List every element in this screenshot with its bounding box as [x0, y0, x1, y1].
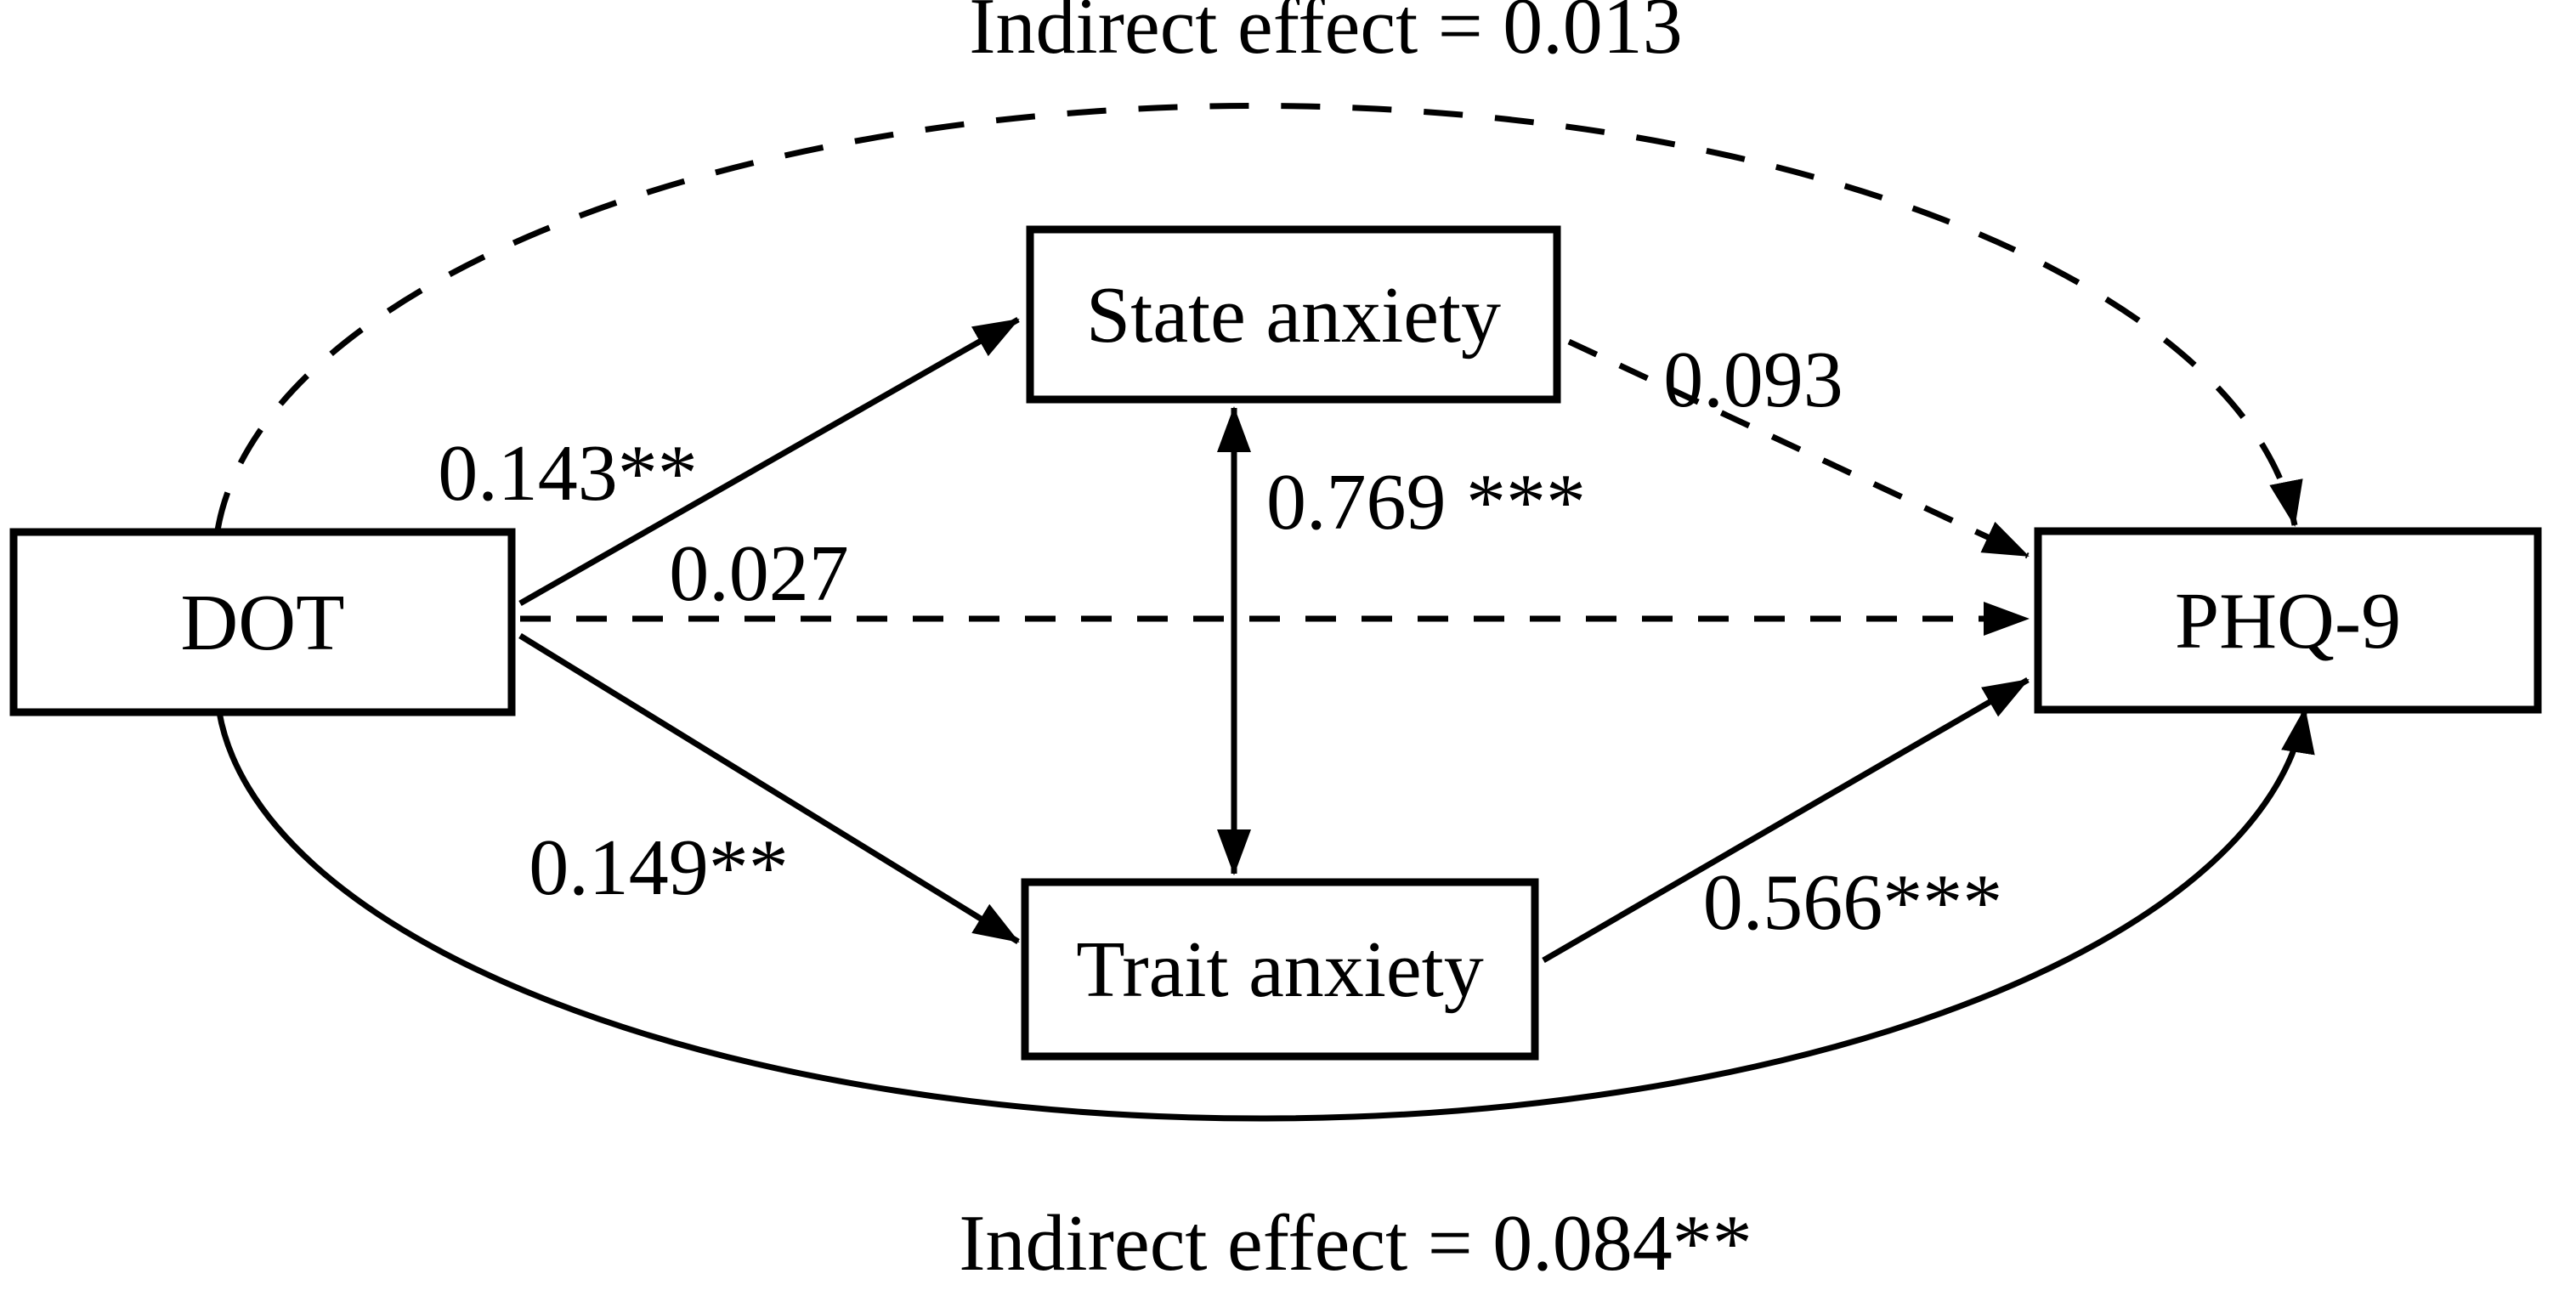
- indirect-effect-top-label: Indirect effect = 0.013: [969, 0, 1682, 71]
- node-state-anxiety-label: State anxiety: [1086, 271, 1501, 359]
- edge-trait-to-phq9: [1542, 676, 2030, 964]
- indirect-effect-bottom-label: Indirect effect = 0.084**: [959, 1199, 1752, 1288]
- edge-indirect-top-dashed-arc: [214, 102, 2303, 531]
- coef-dot-phq9-direct-label: 0.027: [669, 529, 849, 618]
- node-trait-anxiety-label: Trait anxiety: [1076, 926, 1484, 1014]
- edge-indirect-bottom-solid-arc: [216, 707, 2315, 1122]
- node-phq9-label: PHQ-9: [2175, 577, 2401, 665]
- coef-dot-state-label: 0.143**: [438, 429, 698, 518]
- node-dot-box: [9, 528, 516, 716]
- coef-trait-phq9-label: 0.566***: [1703, 858, 2003, 947]
- node-dot-label: DOT: [180, 579, 344, 667]
- node-trait-anxiety-box: [1021, 878, 1539, 1061]
- edge-dot-to-state: [518, 316, 1020, 607]
- edge-state-to-phq9: [1567, 338, 2030, 559]
- coef-state-phq9-label: 0.093: [1663, 336, 1843, 424]
- coef-dot-trait-label: 0.149**: [529, 824, 789, 912]
- edge-dot-to-trait: [518, 633, 1020, 944]
- node-state-anxiety-box: [1026, 225, 1561, 404]
- coef-state-trait-label: 0.769 ***: [1266, 458, 1586, 546]
- node-phq9-box: [2034, 527, 2542, 714]
